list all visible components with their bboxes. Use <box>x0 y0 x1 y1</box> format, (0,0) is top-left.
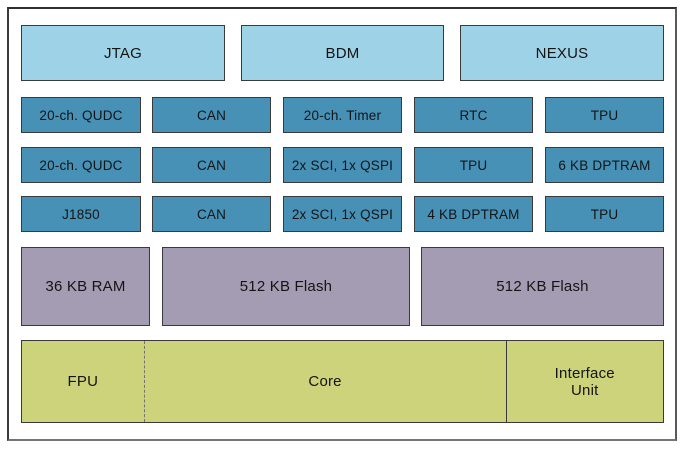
block-flash-2: 512 KB Flash <box>421 247 664 326</box>
block-nexus: NEXUS <box>460 25 664 81</box>
block-tpu-2: TPU <box>414 147 533 183</box>
block-j1850: J1850 <box>21 196 141 232</box>
block-qudc-2: 20-ch. QUDC <box>21 147 141 183</box>
block-dptram-4kb: 4 KB DPTRAM <box>414 196 533 232</box>
block-qudc-1: 20-ch. QUDC <box>21 97 141 133</box>
block-can-1: CAN <box>152 97 271 133</box>
block-interface-unit: Interface Unit <box>505 341 664 422</box>
block-sci-qspi-1: 2x SCI, 1x QSPI <box>283 147 402 183</box>
block-core-bar: FPU Core Interface Unit <box>21 340 664 423</box>
block-fpu: FPU <box>67 373 99 390</box>
block-bdm: BDM <box>241 25 444 81</box>
block-tpu-3: TPU <box>545 196 664 232</box>
block-core: Core <box>143 341 506 422</box>
block-flash-1: 512 KB Flash <box>162 247 410 326</box>
block-ram: 36 KB RAM <box>21 247 150 326</box>
block-timer: 20-ch. Timer <box>283 97 402 133</box>
block-can-3: CAN <box>152 196 271 232</box>
block-can-2: CAN <box>152 147 271 183</box>
block-jtag: JTAG <box>21 25 225 81</box>
block-rtc: RTC <box>414 97 533 133</box>
block-dptram-6kb: 6 KB DPTRAM <box>545 147 664 183</box>
block-sci-qspi-2: 2x SCI, 1x QSPI <box>283 196 402 232</box>
block-tpu-1: TPU <box>545 97 664 133</box>
